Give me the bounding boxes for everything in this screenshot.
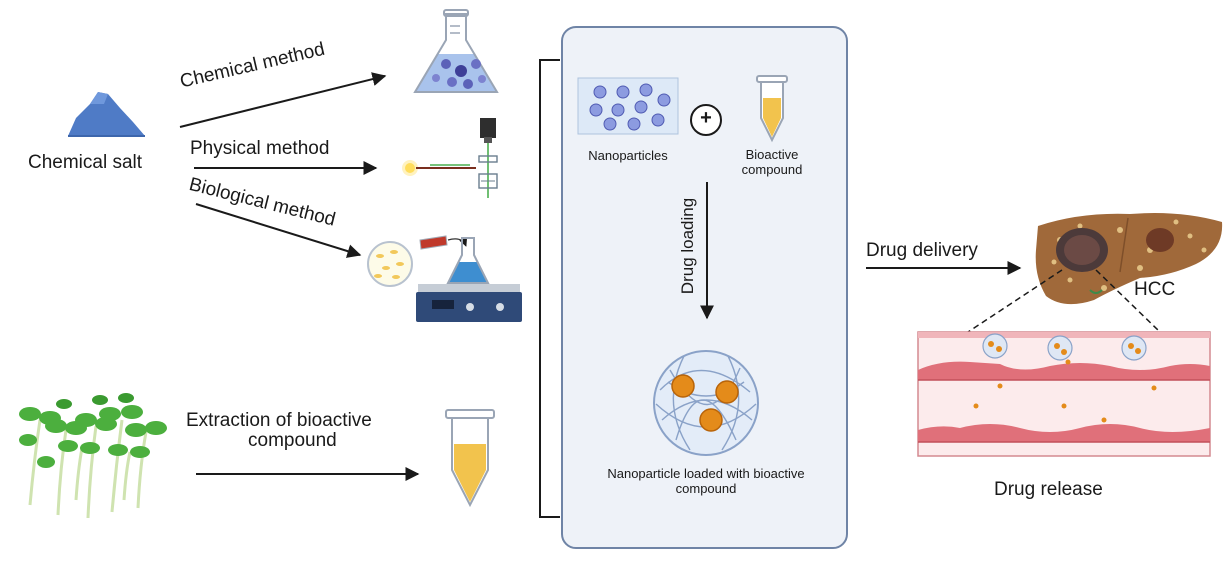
bracket-connector <box>539 59 560 518</box>
chemical-salt-icon <box>68 92 145 137</box>
chemical-method-arrow <box>179 72 387 128</box>
bioactive-compound-label-line2: compound <box>741 162 803 177</box>
plus-sign: + <box>700 107 712 129</box>
erlenmeyer-flask-icon <box>413 9 499 93</box>
zoom-line-right <box>1095 269 1161 333</box>
laser-ablation-setup-icon <box>402 118 498 198</box>
physical-method-label: Physical method <box>190 138 330 159</box>
plant-seedlings-icon <box>19 393 167 519</box>
drug-loading-panel <box>561 26 848 549</box>
loaded-nanoparticle-label-line1: Nanoparticle loaded with bioactive <box>607 466 805 481</box>
drug-release-label: Drug release <box>994 479 1103 500</box>
extraction-label-line1: Extraction of bioactive <box>186 410 372 431</box>
biological-method-arrow <box>195 203 362 258</box>
nanoparticles-icon <box>577 77 679 135</box>
extraction-label-line2: compound <box>248 430 337 451</box>
drug-loading-label: Drug loading <box>678 197 697 295</box>
chemical-salt-label: Chemical salt <box>28 152 143 173</box>
bioactive-compound-label-line1: Bioactive <box>745 147 799 162</box>
zoom-line-left <box>967 269 1063 333</box>
plus-icon <box>690 104 722 136</box>
loaded-nanoparticle-icon <box>653 350 759 456</box>
drug-release-vessel-icon <box>917 331 1211 457</box>
extract-tube-icon <box>445 409 495 508</box>
nanoparticles-label: Nanoparticles <box>588 148 668 163</box>
drug-delivery-label: Drug delivery <box>866 240 978 261</box>
loaded-nanoparticle-label-line2: compound <box>675 481 737 496</box>
liver-icon <box>1035 213 1223 305</box>
biological-synthesis-icon <box>367 235 522 322</box>
bioactive-tube-icon <box>756 75 788 143</box>
hcc-label: HCC <box>1134 279 1176 300</box>
